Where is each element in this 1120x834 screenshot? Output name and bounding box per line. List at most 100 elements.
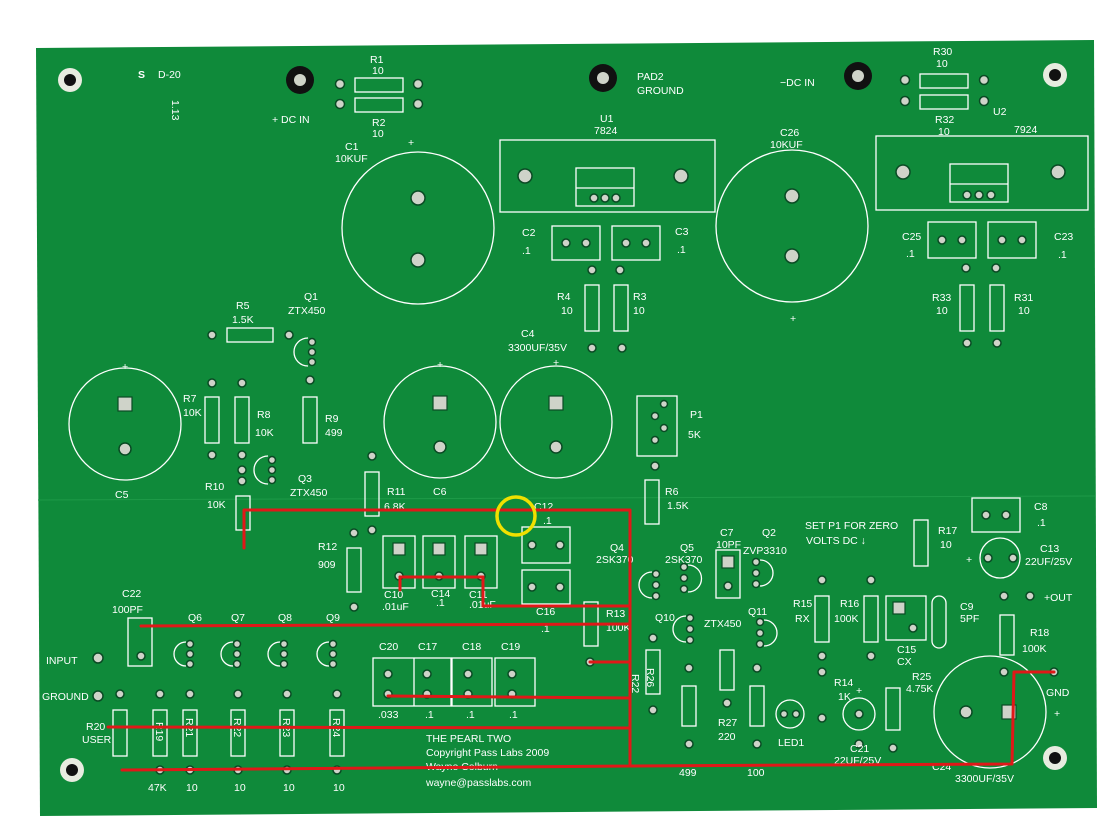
silkscreen-label: R2 (372, 117, 386, 129)
silkscreen-label: C23 (1054, 231, 1073, 243)
silkscreen-label: 909 (318, 559, 336, 571)
silkscreen-label: R4 (557, 291, 571, 303)
silkscreen-label: + (1054, 708, 1060, 720)
silkscreen-label: R27 (718, 717, 737, 729)
board-title: THE PEARL TWO (426, 733, 511, 745)
silkscreen-label: 10 (940, 539, 952, 551)
silkscreen-label: C26 (780, 127, 799, 139)
silkscreen-label: C3 (675, 226, 689, 238)
capacitors-c2-c3: C2.1 C3.1 (522, 225, 689, 275)
silkscreen-label: .1 (509, 709, 518, 721)
c4-ref: C4 (521, 328, 535, 340)
silkscreen-label: R11 (387, 486, 406, 498)
silkscreen-label: Q10 (655, 612, 675, 624)
silkscreen-label: 10KUF (335, 153, 368, 165)
silkscreen-label: 47K (148, 782, 167, 794)
silkscreen-label: C21 (850, 743, 869, 755)
silkscreen-label: R7 (183, 393, 197, 405)
silkscreen-label: .1 (543, 515, 552, 527)
silkscreen-label: Q8 (278, 612, 292, 624)
logo-text: D-20 (158, 69, 181, 81)
silkscreen-label: C6 (433, 486, 447, 498)
silkscreen-label: C1 (345, 141, 359, 153)
silkscreen-label: 1.5K (667, 500, 689, 512)
silkscreen-label: C16 (536, 606, 555, 618)
silkscreen-label: R13 (606, 608, 625, 620)
silkscreen-label: 100PF (112, 604, 143, 616)
silkscreen-label: R17 (938, 525, 957, 537)
silkscreen-label: Q9 (326, 612, 340, 624)
silkscreen-label: Q5 (680, 542, 694, 554)
copyright: Copyright Pass Labs 2009 (426, 747, 549, 759)
silkscreen-label: R32 (935, 114, 954, 126)
silkscreen-label: GND (1046, 687, 1070, 699)
dc-in-pos-label: + DC IN (272, 114, 310, 126)
silkscreen-label: R8 (257, 409, 271, 421)
pcb-substrate (36, 40, 1097, 816)
silkscreen-label: 5PF (960, 613, 979, 625)
silkscreen-label: ZTX450 (288, 305, 326, 317)
silkscreen-label: .1 (677, 244, 686, 256)
silkscreen-label: .1 (1058, 249, 1067, 261)
silkscreen-label: C14 (431, 588, 450, 600)
silkscreen-label: R19 (153, 722, 165, 741)
title-block: THE PEARL TWO Copyright Pass Labs 2009 W… (425, 733, 549, 789)
c4-val: 3300UF/35V (508, 342, 567, 354)
silkscreen-label: 10 (938, 126, 950, 138)
capacitor-c5: + C5 (68, 361, 182, 501)
silkscreen-label: .1 (436, 597, 445, 609)
logo-mark: S (138, 69, 145, 81)
silkscreen-label: 2SK370 (596, 554, 634, 566)
pad2-label: PAD2 (637, 71, 664, 83)
silkscreen-label: 10K (255, 427, 274, 439)
silkscreen-label: USER (82, 734, 112, 746)
silkscreen-label: .1 (466, 709, 475, 721)
silkscreen-label: C24 (932, 761, 951, 773)
silkscreen-label: C15 (897, 644, 916, 656)
silkscreen-label: .033 (378, 709, 399, 721)
silkscreen-label: Q6 (188, 612, 202, 624)
silkscreen-label: R26 (644, 668, 656, 687)
silkscreen-label: .1 (425, 709, 434, 721)
silkscreen-label: R6 (665, 486, 679, 498)
ground-label: GROUND (637, 85, 684, 97)
silkscreen-label: 4.75K (906, 683, 933, 695)
silkscreen-label: 22UF/25V (1025, 556, 1072, 568)
capacitor-c8: C8.1 (971, 497, 1048, 533)
silkscreen-label: 2SK370 (665, 554, 703, 566)
silkscreen-label: 100K (1022, 643, 1047, 655)
silkscreen-label: C2 (522, 227, 536, 239)
power-pads (286, 62, 872, 94)
silkscreen-label: .1 (906, 248, 915, 260)
silkscreen-label: 10 (372, 128, 384, 140)
capacitors-c25-c23: C25.1 C23.1 (902, 221, 1073, 273)
silkscreen-label: + (553, 357, 559, 369)
silkscreen-label: 10 (283, 782, 295, 794)
silkscreen-label: 10 (234, 782, 246, 794)
silkscreen-label: 100 (747, 767, 765, 779)
transistors-q6-q9: Q6 Q7 Q8 Q9 (173, 612, 340, 669)
silkscreen-label: 10 (936, 58, 948, 70)
capacitors-c10-c14-c11: C10.01uF C14.1 C11.01uF (382, 535, 498, 613)
silkscreen-label: + (437, 359, 443, 371)
silkscreen-label: C13 (1040, 543, 1059, 555)
silkscreen-label: Q7 (231, 612, 245, 624)
silkscreen-label: R10 (205, 481, 224, 493)
silkscreen-label: ZVP3310 (743, 545, 787, 557)
silkscreen-label: 10K (183, 407, 202, 419)
silkscreen-label: 7824 (594, 125, 618, 137)
highlight-marker (495, 495, 537, 537)
silkscreen-label: .1 (1037, 517, 1046, 529)
silkscreen-label: C22 (122, 588, 141, 600)
silkscreen-label: R14 (834, 677, 853, 689)
silkscreen-label: R5 (236, 300, 250, 312)
silkscreen-label: C10 (384, 589, 403, 601)
